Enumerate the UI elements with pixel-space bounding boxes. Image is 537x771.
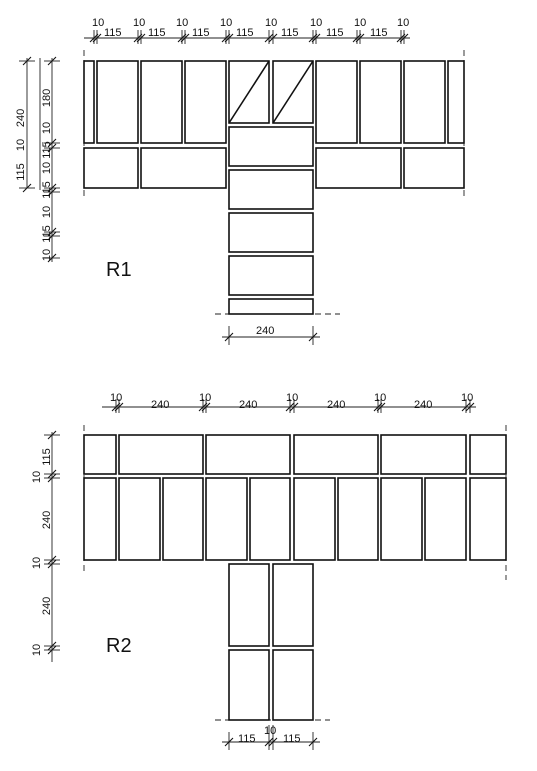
r2-dim-bottom-1: 10 — [264, 725, 276, 737]
r2-brick — [162, 477, 204, 561]
r2-dim-top-6: 240 — [327, 399, 345, 411]
r1-wall-stem — [228, 126, 314, 315]
r2-dim-left-2: 10 — [31, 471, 43, 483]
r1-dim-left-8: 115 — [41, 181, 53, 199]
r1-dim-left-5: 115 — [41, 141, 53, 159]
r1-dim-left-10: 115 — [41, 225, 53, 243]
r1-brick — [228, 169, 314, 210]
r2-dim-top-2: 240 — [151, 399, 169, 411]
r2-brick — [249, 477, 291, 561]
r2-dim-top-5: 10 — [286, 392, 298, 404]
r1-brick — [228, 255, 314, 296]
r2-dim-left-1: 115 — [41, 448, 53, 466]
r1-dim-top-1: 10 — [92, 17, 104, 29]
r1-brick — [228, 212, 314, 253]
r1-dim-top-10: 115 — [281, 27, 299, 39]
r2-brick — [228, 563, 270, 647]
r2-dim-left-6: 10 — [31, 644, 43, 656]
r1-brick — [228, 126, 314, 167]
r1-dim-left-1: 240 — [15, 109, 27, 127]
r1-dim-bottom: 240 — [256, 325, 274, 337]
r1-brick — [184, 60, 227, 144]
r1-dim-top-4: 115 — [148, 27, 166, 39]
r1-dim-top-14: 115 — [370, 27, 388, 39]
r1-brick — [140, 147, 227, 189]
r2-brick — [469, 477, 507, 561]
r1-brick — [315, 147, 402, 189]
r2-brick — [272, 563, 314, 647]
r2-brick — [424, 477, 467, 561]
r1-lower-course — [83, 147, 465, 189]
r1-top-dimensions: 10 115 10 115 10 115 10 115 10 115 10 11… — [92, 17, 409, 39]
r2-brick — [272, 649, 314, 721]
r2-brick — [337, 477, 379, 561]
r2-top-dimensions: 10 240 10 240 10 240 10 240 10 — [110, 392, 473, 411]
r1-dim-top-13: 10 — [354, 17, 366, 29]
r1-dim-top-9: 10 — [265, 17, 277, 29]
r1-dim-left-4: 10 — [15, 139, 27, 151]
r2-brick — [228, 649, 270, 721]
r2-dim-top-1: 10 — [110, 392, 122, 404]
r1-label: R1 — [106, 259, 132, 281]
r1-brick — [403, 60, 446, 144]
r1-brick — [228, 298, 314, 315]
r2-brick — [118, 434, 204, 475]
r1-brick — [140, 60, 183, 144]
r1-dim-top-15: 10 — [397, 17, 409, 29]
r2-brick — [205, 477, 248, 561]
r1-brick — [447, 60, 465, 144]
r1-dim-top-5: 10 — [176, 17, 188, 29]
r1-brick — [403, 147, 465, 189]
r1-dim-top-6: 115 — [192, 27, 210, 39]
r1-dim-left-9: 10 — [41, 206, 53, 218]
r2-brick — [293, 434, 379, 475]
r1-dim-top-2: 115 — [104, 27, 122, 39]
r2-bottom-dimensions: 10 115 115 — [238, 725, 301, 745]
r2-upper-course — [83, 434, 507, 475]
r2-dim-bottom-2: 115 — [238, 733, 256, 745]
r2-label: R2 — [106, 635, 132, 657]
r2-brick — [83, 477, 117, 561]
r1-plan: 10 115 10 115 10 115 10 115 10 115 10 11… — [15, 17, 465, 345]
r1-brick — [83, 60, 95, 144]
r1-brick — [359, 60, 402, 144]
r2-plan: 10 240 10 240 10 240 10 240 10 115 10 24… — [31, 392, 507, 750]
r2-wall-stem — [228, 563, 314, 721]
r1-dim-left-7: 10 — [41, 162, 53, 174]
r1-dim-top-3: 10 — [133, 17, 145, 29]
r2-dim-top-4: 240 — [239, 399, 257, 411]
r2-brick — [380, 477, 423, 561]
r2-brick — [118, 477, 161, 561]
r2-brick — [469, 434, 507, 475]
r2-dim-top-9: 10 — [461, 392, 473, 404]
r2-dim-top-8: 240 — [414, 399, 432, 411]
r1-dim-top-7: 10 — [220, 17, 232, 29]
r2-lower-course — [83, 477, 507, 561]
r1-dim-left-3: 10 — [41, 122, 53, 134]
r1-brick — [96, 60, 139, 144]
r2-left-dimensions: 115 10 240 10 240 10 — [31, 448, 53, 656]
r1-dim-left-11: 10 — [41, 249, 53, 261]
r2-dim-left-4: 10 — [31, 557, 43, 569]
r1-brick — [83, 147, 139, 189]
r1-upper-course — [83, 60, 465, 144]
r2-brick — [380, 434, 467, 475]
r1-brick — [315, 60, 358, 144]
r1-dim-left-6: 115 — [15, 163, 27, 181]
r1-dim-top-11: 10 — [310, 17, 322, 29]
r2-dim-left-5: 240 — [41, 597, 53, 615]
r2-brick — [293, 477, 336, 561]
r2-brick — [83, 434, 117, 475]
r1-left-dimensions: 240 180 10 10 115 115 10 115 10 115 10 — [15, 89, 53, 261]
r1-dim-top-12: 115 — [326, 27, 344, 39]
r2-dim-bottom-3: 115 — [283, 733, 301, 745]
r1-dim-left-2: 180 — [41, 89, 53, 107]
r2-dim-top-3: 10 — [199, 392, 211, 404]
r2-dim-left-3: 240 — [41, 511, 53, 529]
r1-dim-top-8: 115 — [236, 27, 254, 39]
r2-brick — [205, 434, 291, 475]
r2-dim-top-7: 10 — [374, 392, 386, 404]
